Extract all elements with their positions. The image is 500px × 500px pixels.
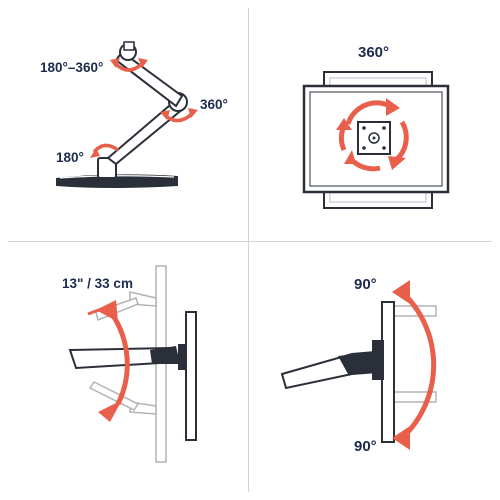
panel-tilt: 90° 90° bbox=[252, 252, 492, 492]
tilt-arc-arrow bbox=[400, 290, 437, 440]
rotation-arrow-top bbox=[345, 100, 392, 125]
height-adjust-illustration bbox=[68, 265, 197, 463]
label-elbow-rotation: 360° bbox=[200, 97, 228, 112]
label-tilt-down: 90° bbox=[354, 438, 377, 455]
arm-rotation-illustration bbox=[56, 41, 198, 188]
base-rotation-arrow bbox=[92, 143, 120, 154]
tilt-illustration bbox=[280, 280, 437, 450]
elbow-rotation-arrow bbox=[164, 112, 194, 123]
vertical-divider bbox=[248, 8, 249, 492]
label-top-rotation: 180°–360° bbox=[40, 60, 104, 75]
rotation-arrow-right bbox=[394, 120, 409, 162]
ghost-monitor-back bbox=[387, 305, 437, 317]
label-tilt-up: 90° bbox=[354, 276, 377, 293]
screen-rotation-illustration bbox=[302, 71, 450, 209]
panel-arm-rotation: 180°–360° 360° 180° bbox=[0, 0, 240, 240]
horizontal-divider bbox=[8, 241, 492, 242]
height-arc-arrow bbox=[109, 312, 130, 406]
label-height-range: 13" / 33 cm bbox=[62, 276, 133, 291]
desk-base bbox=[56, 174, 178, 188]
label-screen-rotation: 360° bbox=[358, 44, 390, 61]
top-rotation-arrow bbox=[114, 62, 144, 72]
panel-height-adjust: 13" / 33 cm bbox=[0, 252, 240, 492]
upper-arm bbox=[114, 50, 184, 108]
panel-screen-rotation: 360° bbox=[252, 0, 492, 240]
front-monitor bbox=[185, 311, 197, 441]
label-base-rotation: 180° bbox=[56, 150, 84, 165]
